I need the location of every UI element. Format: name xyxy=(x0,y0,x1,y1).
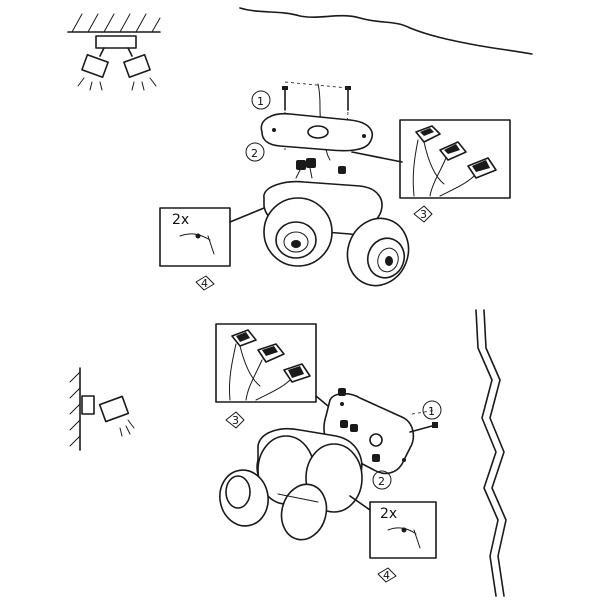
svg-text:2: 2 xyxy=(378,475,385,488)
svg-text:2: 2 xyxy=(251,147,258,160)
wall-mount-icon xyxy=(69,367,135,451)
step-2-marker: 2 xyxy=(245,142,265,162)
ceiling-edge-line xyxy=(239,7,533,55)
wiring-inset-top xyxy=(399,119,511,199)
terminal-block-icon xyxy=(415,125,497,179)
screw-icon xyxy=(282,86,351,111)
step-2-marker-bottom: 2 xyxy=(372,470,392,490)
wall-edge-line xyxy=(475,309,499,597)
spot-head-2 xyxy=(346,217,410,287)
wiring-inset-bottom xyxy=(215,323,317,403)
wall-assembly xyxy=(219,388,438,541)
screw-inset-bottom: 2x xyxy=(369,501,437,559)
step-3-marker-bottom: 3 xyxy=(225,411,245,429)
svg-text:3: 3 xyxy=(420,208,427,221)
step-3-marker: 3 xyxy=(413,205,433,223)
step-1-marker: 1 xyxy=(251,90,271,110)
svg-text:4: 4 xyxy=(201,277,208,290)
spot-head-4 xyxy=(277,483,328,541)
spot-head-3 xyxy=(219,469,269,527)
step-4-marker: 4 xyxy=(195,275,215,291)
svg-text:1: 1 xyxy=(257,95,264,108)
screw-inset-top: 2x xyxy=(159,207,231,267)
svg-text:3: 3 xyxy=(232,414,239,427)
step-1-marker-bottom: 1 xyxy=(422,400,442,420)
svg-text:2x: 2x xyxy=(380,506,397,522)
spot-head-1 xyxy=(263,197,333,267)
connector-icon xyxy=(296,158,346,174)
svg-text:2x: 2x xyxy=(172,212,189,228)
screw-icon-bottom xyxy=(409,409,438,433)
step-4-marker-bottom: 4 xyxy=(377,567,397,583)
svg-text:4: 4 xyxy=(383,569,390,582)
ceiling-assembly xyxy=(260,81,410,287)
ceiling-mount-icon xyxy=(67,13,161,91)
svg-text:1: 1 xyxy=(428,405,435,418)
